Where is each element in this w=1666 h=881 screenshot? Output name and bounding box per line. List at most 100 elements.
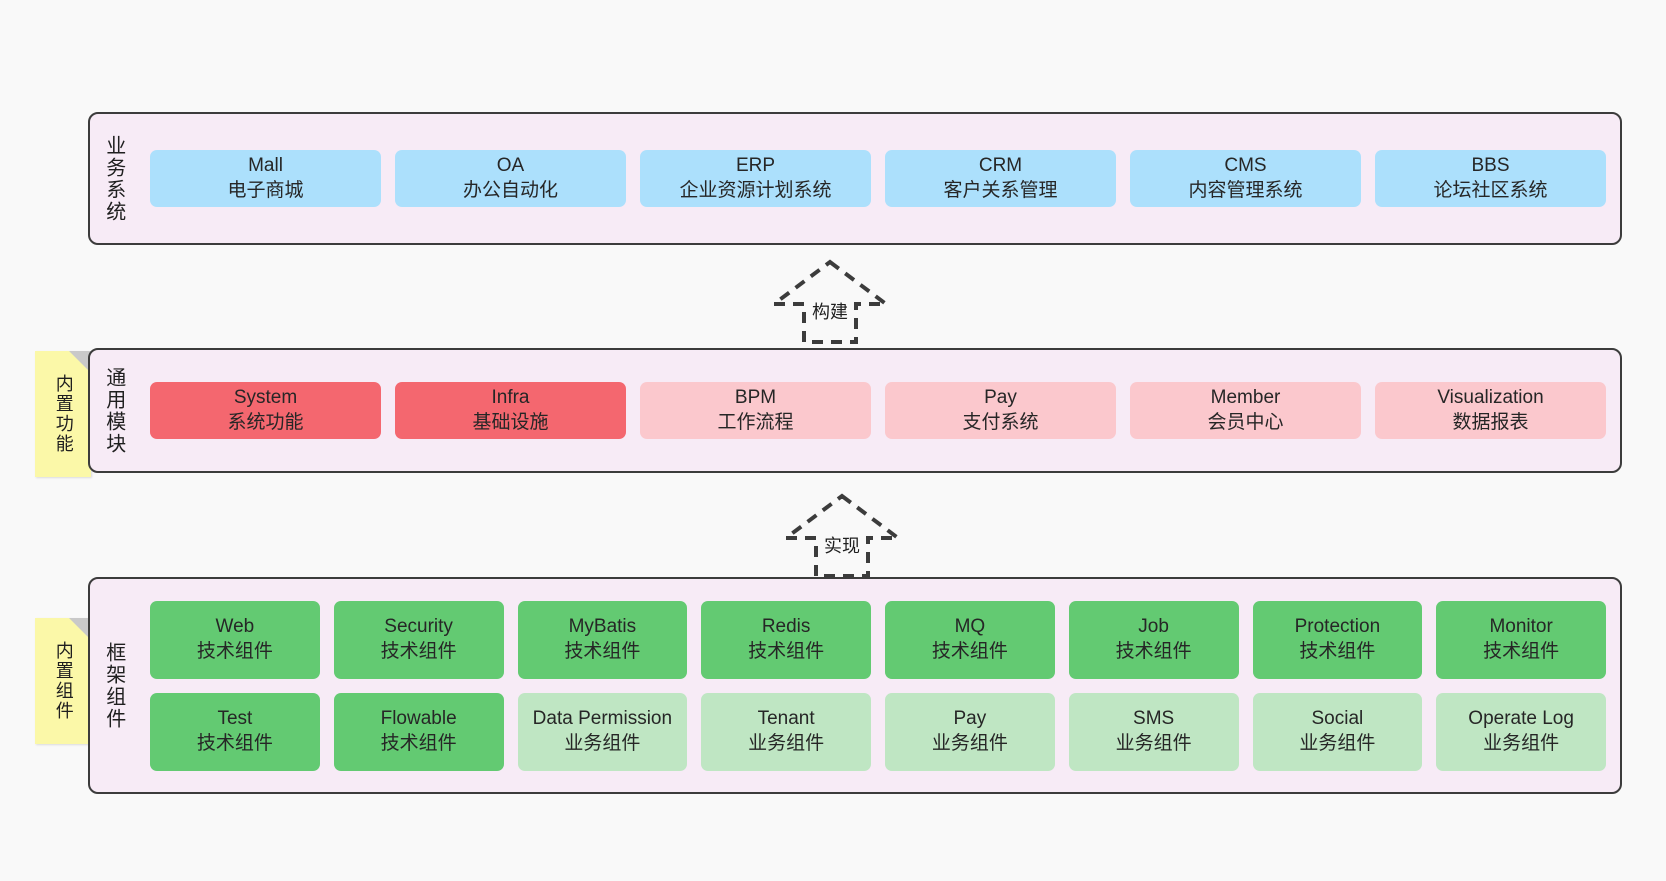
card-subtitle: 业务组件 — [748, 732, 825, 754]
note-builtin-features: 内置功能 — [35, 351, 91, 477]
card-subtitle: 论坛社区系统 — [1433, 179, 1548, 201]
card-mall[interactable]: Mall 电子商城 — [150, 150, 381, 207]
card-title: Redis — [761, 616, 811, 638]
card-title: MyBatis — [568, 616, 637, 638]
card-system[interactable]: System 系统功能 — [150, 382, 381, 439]
card-erp[interactable]: ERP 企业资源计划系统 — [640, 150, 871, 207]
card-pay-component[interactable]: Pay 业务组件 — [885, 692, 1055, 771]
card-subtitle: 业务组件 — [1483, 732, 1560, 754]
layer-body-business-systems: Mall 电子商城 OA 办公自动化 ERP 企业资源计划系统 CRM 客户关系… — [136, 114, 1620, 243]
card-oa[interactable]: OA 办公自动化 — [395, 150, 626, 207]
card-title: Monitor — [1489, 616, 1553, 638]
card-title: Job — [1138, 616, 1169, 638]
card-bbs[interactable]: BBS 论坛社区系统 — [1375, 150, 1606, 207]
card-web[interactable]: Web 技术组件 — [150, 600, 320, 679]
card-subtitle: 技术组件 — [1299, 640, 1376, 662]
card-subtitle: 会员中心 — [1207, 411, 1284, 433]
card-subtitle: 业务组件 — [931, 732, 1008, 754]
card-crm[interactable]: CRM 客户关系管理 — [885, 150, 1116, 207]
card-subtitle: 基础设施 — [472, 411, 549, 433]
card-bpm[interactable]: BPM 工作流程 — [640, 382, 871, 439]
card-title: System — [233, 387, 298, 409]
layer-framework-components: 框架组件 Web 技术组件 Security 技术组件 MyBatis 技术组件… — [88, 577, 1622, 794]
card-subtitle: 客户关系管理 — [943, 179, 1058, 201]
card-row: Web 技术组件 Security 技术组件 MyBatis 技术组件 Redi… — [150, 600, 1606, 679]
card-security[interactable]: Security 技术组件 — [333, 600, 504, 679]
card-mq[interactable]: MQ 技术组件 — [885, 600, 1055, 679]
card-title: SMS — [1133, 708, 1175, 730]
card-title: Tenant — [757, 708, 815, 730]
card-row: Test 技术组件 Flowable 技术组件 Data Permission … — [150, 692, 1606, 771]
card-subtitle: 支付系统 — [962, 411, 1039, 433]
card-subtitle: 电子商城 — [227, 179, 304, 201]
card-subtitle: 技术组件 — [748, 640, 825, 662]
card-infra[interactable]: Infra 基础设施 — [395, 382, 626, 439]
card-cms[interactable]: CMS 内容管理系统 — [1130, 150, 1361, 207]
card-title: Pay — [953, 708, 987, 730]
card-sms[interactable]: SMS 业务组件 — [1068, 692, 1239, 771]
card-test[interactable]: Test 技术组件 — [150, 692, 320, 771]
card-title: BBS — [1471, 155, 1510, 177]
card-subtitle: 技术组件 — [196, 732, 273, 754]
card-title: Data Permission — [532, 708, 673, 730]
card-title: Flowable — [380, 708, 457, 730]
card-visualization[interactable]: Visualization 数据报表 — [1375, 382, 1606, 439]
card-title: CRM — [978, 155, 1023, 177]
card-title: Web — [215, 616, 255, 638]
card-member[interactable]: Member 会员中心 — [1130, 382, 1361, 439]
card-subtitle: 技术组件 — [1483, 640, 1560, 662]
card-job[interactable]: Job 技术组件 — [1068, 600, 1239, 679]
card-subtitle: 业务组件 — [564, 732, 641, 754]
connector-build: 构建 — [760, 258, 900, 344]
card-operate-log[interactable]: Operate Log 业务组件 — [1436, 692, 1606, 771]
card-data-permission[interactable]: Data Permission 业务组件 — [517, 692, 688, 771]
card-row: Mall 电子商城 OA 办公自动化 ERP 企业资源计划系统 CRM 客户关系… — [150, 150, 1606, 207]
card-monitor[interactable]: Monitor 技术组件 — [1436, 600, 1606, 679]
layer-body-framework-components: Web 技术组件 Security 技术组件 MyBatis 技术组件 Redi… — [136, 579, 1620, 792]
card-subtitle: 企业资源计划系统 — [679, 179, 832, 201]
card-title: Infra — [491, 387, 530, 409]
card-subtitle: 业务组件 — [1115, 732, 1192, 754]
layer-title-common-modules: 通用模块 — [102, 366, 125, 455]
generalization-arrow-icon — [768, 259, 892, 344]
card-title: Operate Log — [1468, 708, 1574, 730]
card-subtitle: 技术组件 — [380, 732, 457, 754]
card-title: Visualization — [1437, 387, 1544, 409]
card-title: Mall — [248, 155, 283, 177]
card-redis[interactable]: Redis 技术组件 — [701, 600, 871, 679]
card-title: ERP — [735, 155, 776, 177]
card-title: BPM — [734, 387, 777, 409]
card-subtitle: 技术组件 — [380, 640, 457, 662]
card-title: Protection — [1294, 616, 1381, 638]
card-tenant[interactable]: Tenant 业务组件 — [701, 692, 871, 771]
card-mybatis[interactable]: MyBatis 技术组件 — [517, 600, 688, 679]
card-subtitle: 技术组件 — [931, 640, 1008, 662]
card-title: Member — [1210, 387, 1281, 409]
card-subtitle: 办公自动化 — [462, 179, 558, 201]
layer-body-common-modules: System 系统功能 Infra 基础设施 BPM 工作流程 Pay 支付系统… — [136, 350, 1620, 471]
connector-implement: 实现 — [772, 492, 912, 578]
card-title: Test — [217, 708, 253, 730]
card-title: Social — [1311, 708, 1364, 730]
note-label: 内置组件 — [53, 641, 74, 721]
card-subtitle: 数据报表 — [1452, 411, 1529, 433]
card-social[interactable]: Social 业务组件 — [1252, 692, 1423, 771]
card-title: Pay — [984, 387, 1017, 409]
card-subtitle: 业务组件 — [1299, 732, 1376, 754]
connector-label-implement: 实现 — [824, 536, 860, 556]
note-builtin-components: 内置组件 — [35, 618, 91, 744]
note-label: 内置功能 — [53, 374, 74, 454]
layer-common-modules: 通用模块 System 系统功能 Infra 基础设施 BPM 工作流程 Pay… — [88, 348, 1622, 473]
card-row: System 系统功能 Infra 基础设施 BPM 工作流程 Pay 支付系统… — [150, 382, 1606, 439]
card-protection[interactable]: Protection 技术组件 — [1252, 600, 1423, 679]
card-subtitle: 技术组件 — [1115, 640, 1192, 662]
card-subtitle: 系统功能 — [227, 411, 304, 433]
layer-business-systems: 业务系统 Mall 电子商城 OA 办公自动化 ERP 企业资源计划系统 CRM… — [88, 112, 1622, 245]
card-subtitle: 内容管理系统 — [1188, 179, 1303, 201]
layer-title-business-systems: 业务系统 — [102, 134, 125, 223]
card-title: Security — [384, 616, 453, 638]
card-title: CMS — [1224, 155, 1267, 177]
card-flowable[interactable]: Flowable 技术组件 — [333, 692, 504, 771]
card-subtitle: 技术组件 — [196, 640, 273, 662]
card-pay[interactable]: Pay 支付系统 — [885, 382, 1116, 439]
